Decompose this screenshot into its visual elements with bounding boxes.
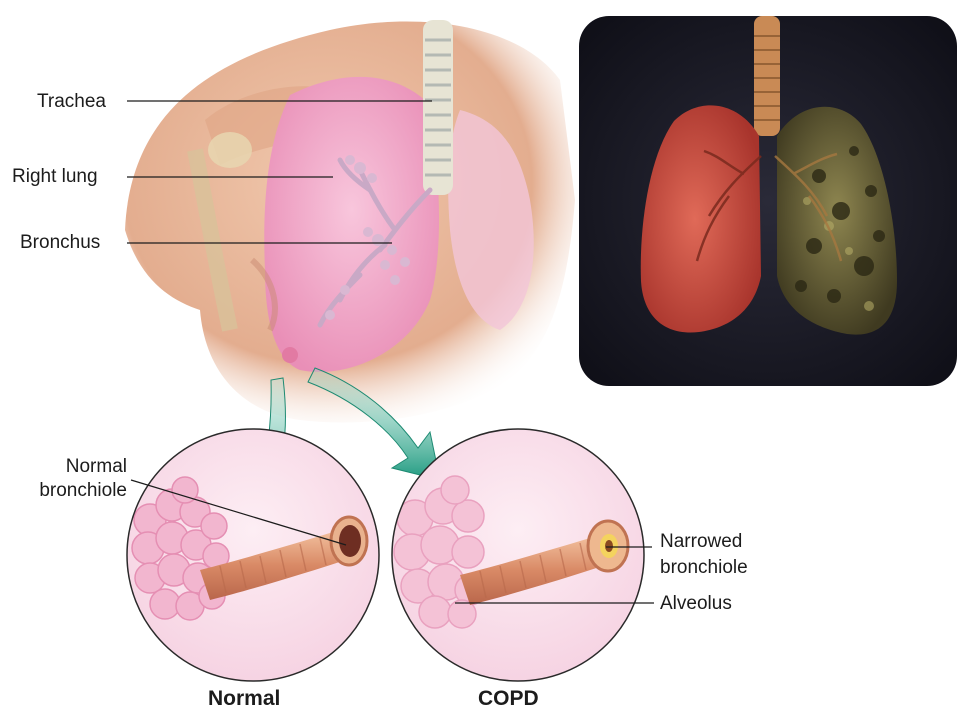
- copd-caption: COPD: [478, 687, 539, 711]
- bronchus-label: Bronchus: [20, 231, 100, 254]
- copd-bronchiole-magnified: [392, 429, 644, 681]
- normal-bronchiole-label-line2: bronchiole: [10, 479, 127, 502]
- torso-illustration: [125, 20, 575, 423]
- lungs-photo-graphic: [579, 16, 957, 386]
- trachea-label: Trachea: [37, 90, 106, 113]
- narrowed-bronchiole-label-line1: Narrowed: [660, 530, 742, 553]
- narrowed-bronchiole-label-line2: bronchiole: [660, 556, 748, 579]
- lungs-comparison-photo: [579, 16, 957, 386]
- normal-caption: Normal: [208, 687, 280, 711]
- normal-bronchiole-magnified: [127, 429, 379, 681]
- normal-bronchiole-label-line1: Normal: [47, 455, 127, 478]
- right-lung-label: Right lung: [12, 165, 98, 188]
- alveolus-label: Alveolus: [660, 592, 732, 615]
